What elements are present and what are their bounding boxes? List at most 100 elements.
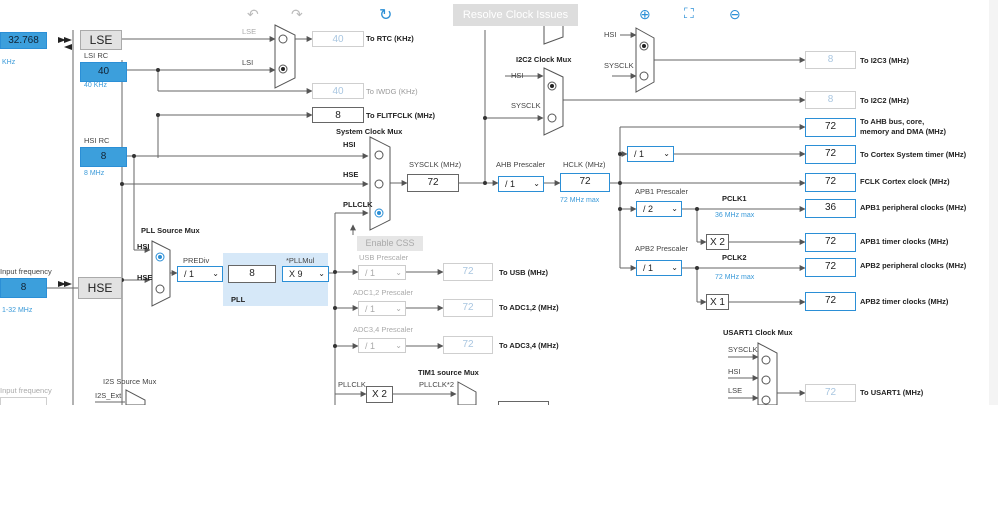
iwdg-value: 40	[312, 83, 364, 99]
usart1-mux-title: USART1 Clock Mux	[723, 328, 793, 337]
system-mux-hsi-label: HSI	[343, 140, 356, 149]
hclk-input[interactable]: 72	[560, 173, 610, 192]
ahb-output-value[interactable]: 72	[805, 118, 856, 137]
pll-source-mux-title: PLL Source Mux	[141, 226, 200, 235]
i2s-source-mux-title: I2S Source Mux	[103, 377, 157, 386]
pclk2-note: 72 MHz max	[715, 274, 755, 281]
clock-tree-wires	[47, 24, 806, 405]
zoom-out-icon[interactable]: ⊖	[729, 6, 741, 22]
cortex-timer-divider-select[interactable]: / 1⌄	[627, 146, 674, 162]
i2c2-value: 8	[805, 91, 856, 109]
tim1-source-mux-title: TIM1 source Mux	[418, 368, 479, 377]
resolve-clock-issues-button[interactable]: Resolve Clock Issues	[453, 4, 578, 26]
prediv-value: / 1	[184, 269, 195, 279]
apb1-prescaler-title: APB1 Prescaler	[635, 187, 688, 196]
adc34-divider-value: / 1	[365, 341, 376, 351]
apb1-timer-label: APB1 timer clocks (MHz)	[860, 237, 949, 246]
i2c3-value: 8	[805, 51, 856, 69]
top-mux-partial[interactable]	[543, 24, 564, 45]
i2c2-output-label: To I2C2 (MHz)	[860, 96, 910, 105]
i2c2-sysclk-label: SYSCLK	[511, 101, 541, 110]
i2c2-mux-title: I2C2 Clock Mux	[516, 55, 572, 64]
flitfclk-value: 8	[312, 107, 364, 123]
adc12-divider-value: / 1	[365, 304, 376, 314]
hse-frequency-input[interactable]: 8	[0, 278, 47, 298]
hsi-note: 8 MHz	[84, 170, 105, 177]
apb2-peripheral-label: APB2 peripheral clocks (MHz)	[860, 261, 967, 270]
adc34-output-label: To ADC3,4 (MHz)	[499, 341, 559, 350]
sysclk-value: 72	[407, 174, 459, 192]
pll-source-mux[interactable]	[151, 240, 171, 307]
rtc-lse-input-label: LSE	[242, 27, 257, 36]
iwdg-output-label: To IWDG (KHz)	[366, 87, 418, 96]
refresh-icon[interactable]: ↻	[379, 7, 393, 24]
chevron-down-icon: ⌄	[212, 269, 219, 278]
hsi-value: 8	[80, 147, 127, 167]
lse-unit: KHz	[2, 59, 16, 66]
rtc-value: 40	[312, 31, 364, 47]
lse-frequency-input[interactable]: 32.768	[0, 32, 47, 49]
adc12-output-label: To ADC1,2 (MHz)	[499, 303, 559, 312]
apb2-divider-value: / 1	[643, 263, 654, 273]
adc12-value: 72	[443, 299, 493, 317]
i2s-input-title: Input frequency	[0, 386, 52, 395]
vertical-scrollbar[interactable]	[989, 0, 998, 405]
adc34-prescaler-select[interactable]: / 1 ⌄	[358, 338, 406, 353]
apb1-prescaler-select[interactable]: / 2⌄	[636, 201, 682, 217]
cortex-divider-value: / 1	[634, 149, 645, 159]
usb-prescaler-select[interactable]: / 1⌄	[358, 265, 406, 280]
i2c3-sysclk-label: SYSCLK	[604, 61, 634, 70]
usart1-clock-mux[interactable]	[757, 342, 778, 405]
i2c3-clock-mux[interactable]	[635, 27, 655, 93]
system-clock-mux-title: System Clock Mux	[336, 127, 403, 136]
pll-input-value: 8	[228, 265, 276, 283]
pclk1-note: 36 MHz max	[715, 212, 755, 219]
adc12-prescaler-select[interactable]: / 1⌄	[358, 301, 406, 316]
apb2-timer-value[interactable]: 72	[805, 292, 856, 311]
fclk-value[interactable]: 72	[805, 173, 856, 192]
pll-mux-hse-label: HSE	[137, 273, 153, 282]
rtc-output-label: To RTC (KHz)	[366, 34, 414, 43]
pll-mux-hsi-label: HSI	[137, 242, 150, 251]
i2s-frequency-input[interactable]	[0, 397, 47, 405]
apb1-timer-value[interactable]: 72	[805, 233, 856, 252]
tim1-pllclk2-label: PLLCLK*2	[419, 380, 455, 389]
cortex-timer-label: To Cortex System timer (MHz)	[860, 150, 967, 159]
apb2-peripheral-value[interactable]: 72	[805, 258, 856, 277]
tim1-source-mux[interactable]	[457, 381, 477, 405]
tim1-pllclk-label: PLLCLK	[338, 380, 366, 389]
apb2-prescaler-select[interactable]: / 1⌄	[636, 260, 682, 276]
ahb-prescaler-select[interactable]: / 1⌄	[498, 176, 544, 192]
hclk-note: 72 MHz max	[560, 197, 600, 204]
ahb-prescaler-value: / 1	[505, 179, 516, 189]
i2c2-clock-mux[interactable]	[543, 67, 564, 136]
i2c3-hsi-label: HSI	[604, 30, 617, 39]
chevron-down-icon: ⌄	[318, 269, 325, 278]
pll-label: PLL	[231, 295, 246, 304]
enable-css-button[interactable]: Enable CSS	[357, 236, 423, 251]
adc34-prescaler-title: ADC3,4 Prescaler	[353, 325, 414, 334]
usart1-value: 72	[805, 384, 856, 402]
pllmul-value: X 9	[289, 269, 303, 279]
sysclk-title: SYSCLK (MHz)	[409, 160, 462, 169]
apb1-peripheral-value[interactable]: 36	[805, 199, 856, 218]
chevron-down-icon: ⌄	[671, 204, 678, 213]
pllmul-title: *PLLMul	[286, 256, 315, 265]
cortex-timer-value[interactable]: 72	[805, 145, 856, 164]
chevron-down-icon: ⌄	[395, 341, 402, 350]
i2c3-output-label: To I2C3 (MHz)	[860, 56, 910, 65]
adc12-prescaler-title: ADC1,2 Prescaler	[353, 288, 414, 297]
prediv-select[interactable]: / 1 ⌄	[177, 266, 223, 282]
fit-screen-icon[interactable]: ⛶	[684, 5, 694, 21]
hse-range: 1-32 MHz	[2, 307, 33, 314]
i2s-ext-label: I2S_Ext	[95, 391, 122, 400]
hclk-title: HCLK (MHz)	[563, 160, 606, 169]
redo-icon[interactable]: ↷	[291, 6, 303, 22]
i2s-source-mux[interactable]	[125, 389, 146, 405]
zoom-in-icon[interactable]: ⊕	[639, 6, 651, 22]
ahb-output-label-2: memory and DMA (MHz)	[860, 127, 946, 136]
apb2-timer-multiplier: X 1	[706, 294, 729, 310]
pllmul-select[interactable]: X 9 ⌄	[282, 266, 329, 282]
rtc-mux[interactable]	[274, 24, 296, 89]
undo-icon[interactable]: ↶	[247, 6, 259, 22]
